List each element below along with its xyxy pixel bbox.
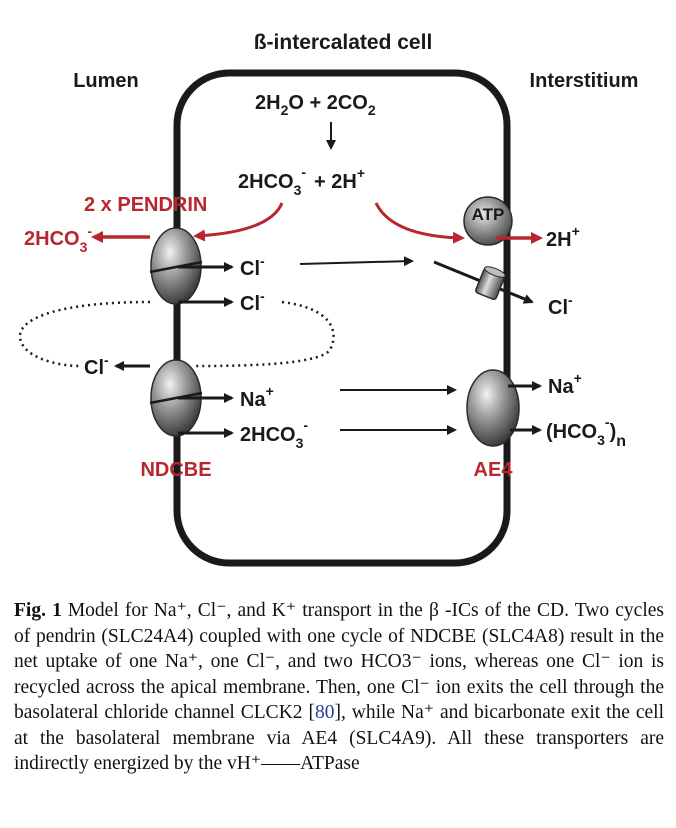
pendrin-axis [149, 260, 203, 274]
caption-text-2: ], while Na⁺ and bicarbonate exit the ce… [14, 702, 664, 774]
ndcbe-axis [149, 391, 203, 405]
lumen-hco3-label: 2HCO3- [24, 223, 92, 255]
caption-lead: Fig. 1 [14, 600, 62, 621]
transport-diagram: ß-intercalated cell Lumen Interstitium 2… [18, 31, 639, 567]
hco3-in-label: 2HCO3- [240, 417, 308, 451]
cl-recycle-loop [194, 300, 335, 368]
cell-membrane [173, 69, 511, 567]
interstitium-label: Interstitium [530, 70, 639, 92]
cl-in-label-1: Cl- [240, 253, 265, 280]
cl-out-label: Cl- [548, 292, 573, 319]
proton-out-label: 2H+ [546, 223, 580, 251]
diagram-svg: ß-intercalated cell Lumen Interstitium 2… [18, 31, 639, 567]
lumen-label: Lumen [73, 70, 139, 92]
cl-recycle-loop-left [18, 300, 151, 368]
na-out-label: Na+ [548, 370, 582, 398]
atp-pump [463, 196, 513, 246]
hco3n-out-label: (HCO3-)n [546, 414, 626, 450]
caption-text-1: Model for Na⁺, Cl⁻, and K⁺ transport in … [14, 600, 664, 723]
ndcbe-label: NDCBE [140, 459, 211, 481]
ae4-label: AE4 [474, 459, 514, 481]
cl-channel [475, 266, 506, 301]
proton-arrow [374, 202, 465, 244]
pendrin-label: 2 x PENDRIN [84, 194, 207, 216]
caption-ref-link[interactable]: 80 [314, 702, 335, 723]
ae4-transporter [466, 369, 520, 447]
cell-title: ß-intercalated cell [254, 31, 433, 54]
na-in-label: Na+ [240, 383, 274, 411]
products-formula: 2HCO3-+ 2H+ [238, 164, 365, 198]
cl-cross-arrow [299, 256, 414, 267]
cl-lumen-label: Cl- [84, 352, 109, 379]
atp-label: ATP [472, 205, 505, 224]
cl-in-label-2: Cl- [240, 288, 265, 315]
pendrin-hco3-arrow [193, 202, 284, 242]
reaction-formula: 2H2O + 2CO2 [255, 92, 376, 118]
